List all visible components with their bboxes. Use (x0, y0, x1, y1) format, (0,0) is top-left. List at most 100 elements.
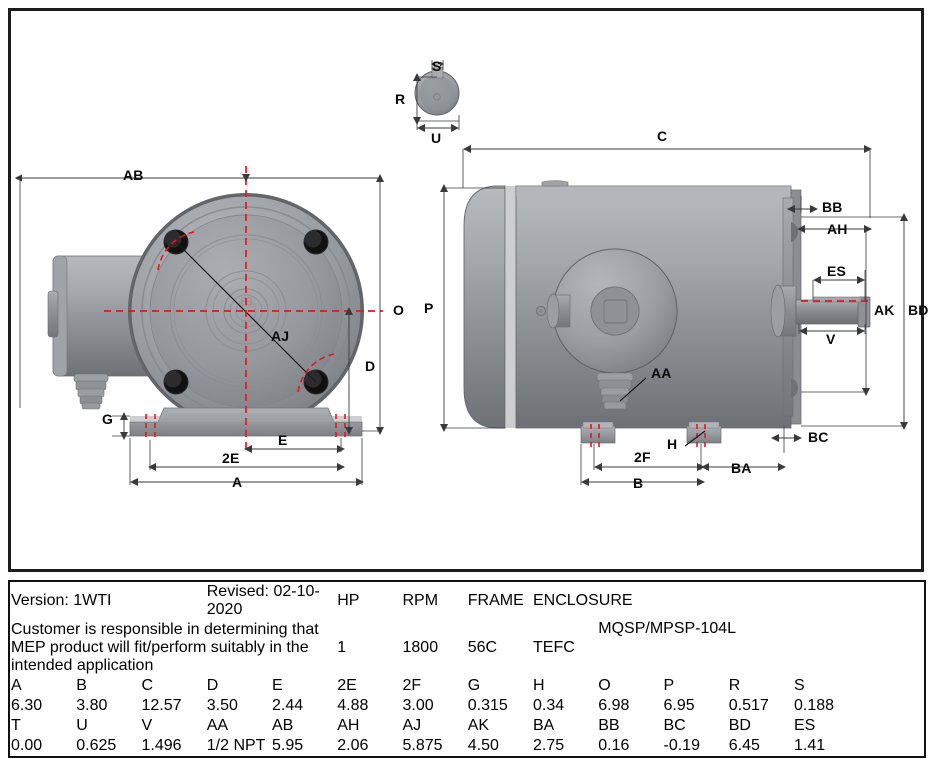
val-rpm: 1800 (402, 639, 439, 656)
dimhdr-2F: 2F (402, 677, 422, 694)
dimhdr-T: T (11, 717, 21, 734)
val-frame: 56C (467, 639, 498, 656)
table-row-dim-headers-2: T U V AA AB AH AJ AK BA BB BC BD ES (10, 716, 924, 736)
dimval-A: 6.30 (11, 697, 43, 714)
dimval-AH: 2.06 (337, 737, 369, 754)
dim-label-AB: AB (123, 167, 144, 183)
technical-drawing-page: AB O D AJ G E 2E A S R U C P BB AH ES V … (8, 8, 929, 758)
dimhdr-BC: BC (663, 717, 686, 734)
dim-label-C: C (657, 128, 668, 144)
dimhdr-BA: BA (533, 717, 555, 734)
dimval-AA: 1/2 NPT (206, 737, 266, 754)
dimval-ES: 1.41 (794, 737, 826, 754)
dimhdr-AK: AK (467, 717, 490, 734)
dim-label-S: S (432, 58, 442, 74)
dimval-BD: 6.45 (728, 737, 760, 754)
dim-label-H: H (667, 436, 678, 452)
dimhdr-V: V (141, 717, 153, 734)
drawing-frame-border (8, 8, 924, 572)
dimval-C: 12.57 (141, 697, 182, 714)
dimval-E: 2.44 (272, 697, 304, 714)
dimval-V: 1.496 (141, 737, 182, 754)
dimval-AJ: 5.875 (402, 737, 443, 754)
dimhdr-A: A (11, 677, 22, 694)
dimhdr-E: E (272, 677, 283, 694)
dim-label-AK: AK (874, 302, 895, 318)
dimval-O: 6.98 (598, 697, 630, 714)
dim-label-A: A (232, 474, 243, 490)
dimhdr-ES: ES (794, 717, 816, 734)
drawing-geometry (8, 8, 926, 574)
dimhdr-G: G (467, 677, 481, 694)
dimhdr-BB: BB (598, 717, 620, 734)
dim-label-V: V (826, 331, 836, 347)
disclaimer-cell: Customer is responsible in determining t… (11, 621, 319, 674)
table-row-dim-values-1: 6.30 3.80 12.57 3.50 2.44 4.88 3.00 0.31… (10, 696, 924, 716)
dimval-P: 6.95 (663, 697, 695, 714)
table-row-titleblock-values: Customer is responsible in determining t… (10, 620, 924, 676)
dimval-S: 0.188 (794, 697, 835, 714)
dimval-G: 0.315 (467, 697, 508, 714)
dimval-blank-1 (858, 696, 924, 716)
dim-label-E: E (278, 432, 288, 448)
dimhdr-AJ: AJ (402, 717, 422, 734)
dimhdr-B: B (76, 677, 87, 694)
dim-label-BA: BA (731, 460, 752, 476)
dimhdr-blank-1 (858, 676, 924, 696)
dimhdr-AH: AH (337, 717, 360, 734)
dimhdr-R: R (728, 677, 741, 694)
dim-label-D: D (365, 358, 376, 374)
dim-label-2E: 2E (222, 450, 240, 466)
dimhdr-H: H (533, 677, 545, 694)
val-enclosure: TEFC (533, 639, 575, 656)
dimhdr-BD: BD (728, 717, 751, 734)
dim-label-BD: BD (908, 302, 929, 318)
dim-label-B: B (633, 475, 644, 491)
dimval-BC: -0.19 (663, 737, 700, 754)
hdr-frame: FRAME (467, 592, 524, 609)
dimval-blank-2 (858, 736, 924, 756)
dim-label-P: P (424, 300, 434, 316)
dimval-D: 3.50 (206, 697, 238, 714)
drawing-canvas: AB O D AJ G E 2E A S R U C P BB AH ES V … (8, 8, 929, 574)
dimhdr-AB: AB (272, 717, 294, 734)
version-cell: Version: 1WTI (11, 592, 112, 609)
dim-label-U: U (431, 130, 442, 146)
dim-label-2F: 2F (634, 449, 651, 465)
dimhdr-P: P (663, 677, 675, 694)
dimval-H: 0.34 (533, 697, 565, 714)
hdr-rpm: RPM (402, 592, 439, 609)
val-hp: 1 (337, 639, 347, 656)
dimhdr-O: O (598, 677, 611, 694)
dimhdr-AA: AA (206, 717, 229, 734)
dimval-2F: 3.00 (402, 697, 434, 714)
hdr-enclosure: ENCLOSURE (533, 592, 633, 609)
revised-cell: Revised: 02-10-2020 (206, 583, 320, 618)
specification-table: Version: 1WTI Revised: 02-10-2020 HP RPM… (8, 580, 926, 758)
dimval-B: 3.80 (76, 697, 108, 714)
dimval-U: 0.625 (76, 737, 117, 754)
dimhdr-U: U (76, 717, 88, 734)
dim-label-AA: AA (651, 365, 672, 381)
dim-label-BC: BC (808, 429, 829, 445)
dimhdr-blank-2 (858, 716, 924, 736)
dimhdr-S: S (794, 677, 805, 694)
table-row-titleblock-header: Version: 1WTI Revised: 02-10-2020 HP RPM… (10, 582, 924, 637)
dimhdr-C: C (141, 677, 154, 694)
dim-label-O: O (393, 302, 405, 318)
table-row-dim-values-2: 0.00 0.625 1.496 1/2 NPT 5.95 2.06 5.875… (10, 736, 924, 756)
dimval-2E: 4.88 (337, 697, 369, 714)
dim-label-AJ: AJ (271, 328, 290, 344)
dimval-BB: 0.16 (598, 737, 630, 754)
hdr-hp: HP (337, 592, 360, 609)
dimval-BA: 2.75 (533, 737, 565, 754)
dim-label-BB: BB (822, 199, 843, 215)
dimval-R: 0.517 (728, 697, 769, 714)
dim-label-ES: ES (827, 263, 847, 279)
dim-label-R: R (395, 91, 406, 107)
dimval-T: 0.00 (11, 737, 43, 754)
dim-label-G: G (102, 411, 114, 427)
dimhdr-D: D (206, 677, 219, 694)
dim-label-AH: AH (827, 221, 848, 237)
dimhdr-2E: 2E (337, 677, 357, 694)
